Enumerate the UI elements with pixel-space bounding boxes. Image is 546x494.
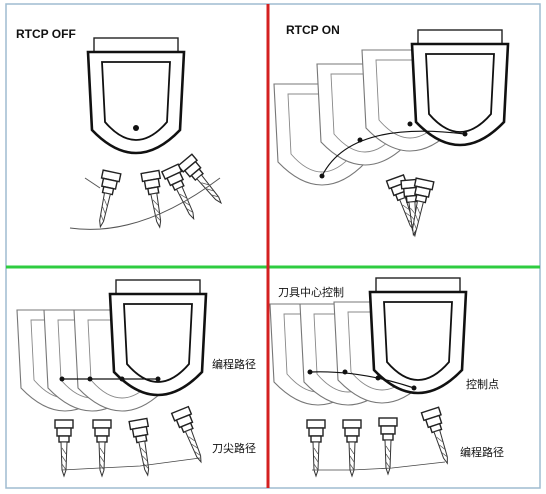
spindle-2 <box>342 419 362 477</box>
label-tool-tip-path: 刀尖路径 <box>212 442 256 455</box>
panel-rtcp-off: RTCP OFF <box>16 27 229 230</box>
label-tool-center-control: 刀具中心控制 <box>278 285 344 299</box>
ghost-spindle-4 <box>90 169 122 230</box>
machine-head <box>86 36 186 155</box>
label-program-path: 编程路径 <box>460 445 504 459</box>
machine-head <box>368 276 468 395</box>
tool-tip-path <box>61 457 201 471</box>
title-rtcp-off: RTCP OFF <box>16 27 76 41</box>
tool-arc <box>69 177 221 230</box>
panel-rtcp-on: RTCP ON <box>273 23 510 238</box>
spindle-1 <box>54 419 74 477</box>
panel-tool-center-control: 刀具中心控制 控制点 编程路径 <box>269 276 504 477</box>
spindle-4 <box>170 405 211 466</box>
title-rtcp-on: RTCP ON <box>286 23 340 37</box>
outer-frame <box>5 3 541 489</box>
spindle-1 <box>306 419 326 477</box>
spindle-4 <box>420 406 457 467</box>
pivot-dot <box>133 125 139 131</box>
pivot-path <box>321 130 466 177</box>
control-path <box>309 371 415 389</box>
spindle-3 <box>378 417 398 475</box>
label-control-point: 控制点 <box>466 377 499 391</box>
label-program-path: 编程路径 <box>212 357 256 371</box>
panel-program-path: 编程路径 刀尖路径 <box>16 278 256 478</box>
program-path-line <box>312 461 446 471</box>
spindle-3 <box>128 417 158 478</box>
machine-head <box>410 28 510 147</box>
